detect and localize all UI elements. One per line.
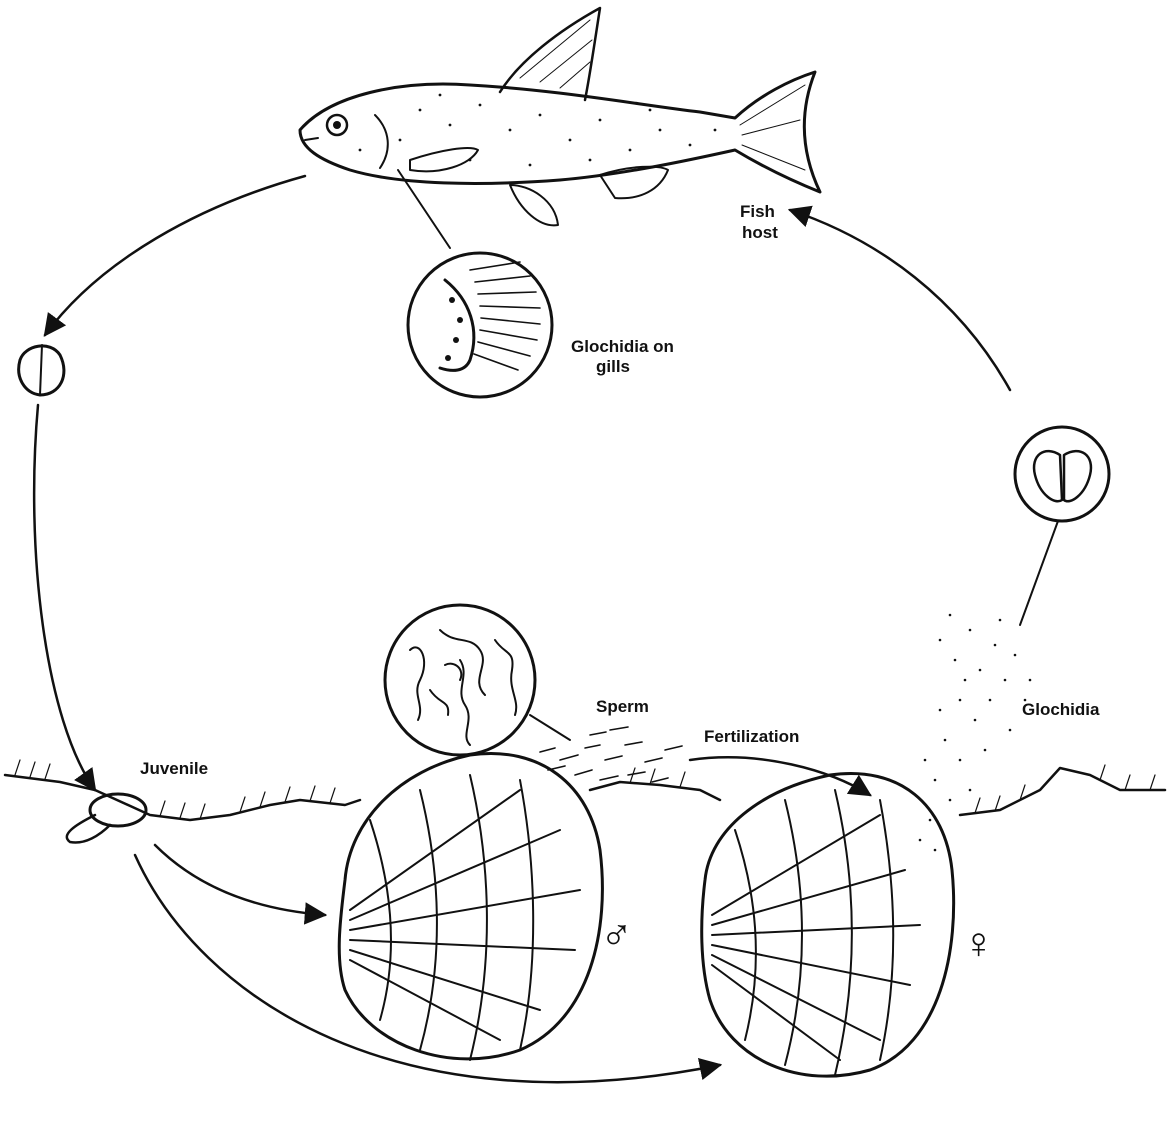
- label-juvenile: Juvenile: [140, 759, 208, 778]
- female-mussel: [702, 773, 954, 1076]
- arrow-fish-to-glochidium: [45, 176, 305, 335]
- glochidium-inset: [1015, 427, 1109, 521]
- attached-glochidium: [19, 345, 64, 395]
- label-glochidia: Glochidia: [1022, 700, 1100, 719]
- glochidia-on-gills-inset: [408, 253, 552, 397]
- juvenile-mussel: [67, 794, 146, 843]
- arrow-juvenile-to-male: [155, 845, 325, 915]
- male-symbol: ♂: [600, 909, 633, 958]
- label-fish-host-line2: host: [742, 223, 778, 242]
- sperm-inset: [385, 605, 535, 755]
- label-fertilization: Fertilization: [704, 727, 799, 746]
- fish-host-illustration: [300, 8, 820, 225]
- label-glochidia-on-gills-line2: gills: [596, 357, 630, 376]
- arrow-juvenile-to-female: [135, 855, 720, 1082]
- male-mussel: [339, 753, 602, 1060]
- glochidia-inset-leader: [1020, 521, 1058, 625]
- label-glochidia-on-gills-line1: Glochidia on: [571, 337, 674, 356]
- label-fish-host-line1: Fish: [740, 202, 775, 221]
- female-symbol: ♀: [962, 919, 995, 968]
- sperm-inset-leader: [530, 715, 570, 740]
- label-sperm: Sperm: [596, 697, 649, 716]
- arrow-glochidium-to-juvenile: [34, 405, 95, 790]
- arrow-fertilization: [690, 757, 870, 795]
- arrow-glochidia-to-fish: [790, 210, 1010, 390]
